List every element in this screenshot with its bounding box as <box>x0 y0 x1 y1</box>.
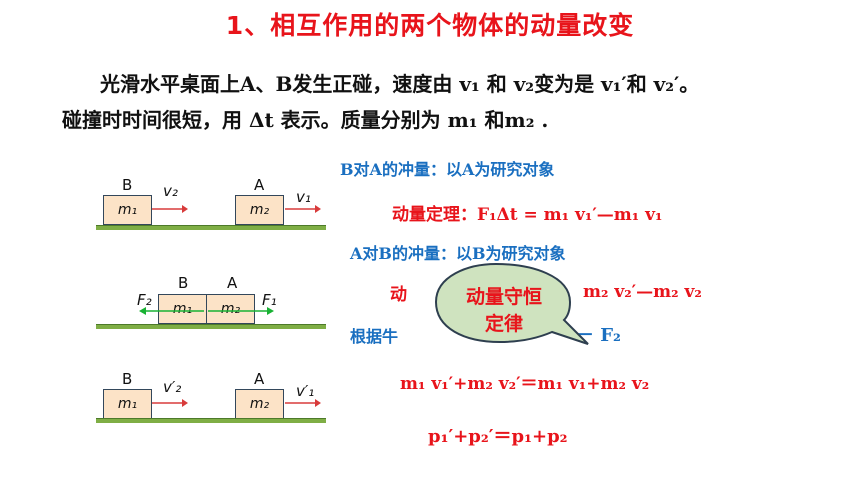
block-a-3: m₂ <box>235 389 284 419</box>
newton-third-law-start: 根据牛 <box>350 327 399 346</box>
velocity-arrow-icon <box>152 399 188 407</box>
force-label-f1: F₁ <box>262 291 277 309</box>
b-on-a-impulse: B对A的冲量：以A为研究对象 <box>340 160 555 179</box>
intro-line-1: 光滑水平桌面上A、B发生正碰，速度由 v₁ 和 v₂变为是 v₁′和 v₂′。 <box>100 72 700 96</box>
block-b-3: m₁ <box>103 389 152 419</box>
ground-surface <box>96 418 326 423</box>
a-on-b-impulse: A对B的冲量：以B为研究对象 <box>350 244 566 263</box>
momentum-sum-equation: p₁′+p₂′＝p₁+p₂ <box>428 426 568 447</box>
ground-surface <box>96 225 326 230</box>
label-b-2: B <box>178 274 189 292</box>
velocity-label-v1-prime: v′₁ <box>296 382 315 400</box>
velocity-arrow-icon <box>285 205 321 213</box>
slide-title: 1、相互作用的两个物体的动量改变 <box>225 11 635 40</box>
label-b-3: B <box>122 370 133 388</box>
momentum-theorem-a: 动量定理：F₁Δt = m₁ v₁′—m₁ v₁ <box>392 205 663 225</box>
velocity-label-v2-prime: v′₂ <box>163 378 182 396</box>
label-a-2: A <box>227 274 238 292</box>
velocity-arrow-icon <box>285 399 321 407</box>
label-a-3: A <box>254 370 265 388</box>
force-arrows-icon <box>139 307 274 315</box>
velocity-label-v2: v₂ <box>163 182 178 200</box>
block-b-1: m₁ <box>103 195 152 225</box>
block-b-2: m₁ <box>158 294 207 324</box>
newton-third-law-end: － F₂ <box>576 325 621 346</box>
momentum-theorem-b-end: m₂ v₂′—m₂ v₂ <box>583 282 702 302</box>
callout-text: 动量守恒 定律 <box>436 284 572 338</box>
label-b-1: B <box>122 176 133 194</box>
label-a-1: A <box>254 176 265 194</box>
velocity-arrow-icon <box>152 205 188 213</box>
callout-line-2: 定律 <box>484 313 523 335</box>
momentum-theorem-b-start: 动 <box>390 285 407 305</box>
ground-surface <box>96 324 326 329</box>
velocity-label-v1: v₁ <box>296 188 311 206</box>
callout-line-1: 动量守恒 <box>465 286 542 308</box>
conservation-equation: m₁ v₁′+m₂ v₂′＝m₁ v₁+m₂ v₂ <box>400 374 650 394</box>
block-a-1: m₂ <box>235 195 284 225</box>
block-a-2: m₂ <box>206 294 255 324</box>
force-label-f2: F₂ <box>137 291 152 309</box>
intro-line-2: 碰撞时时间很短，用 Δt 表示。质量分别为 m₁ 和m₂ . <box>62 108 549 132</box>
callout-bubble <box>434 262 589 345</box>
